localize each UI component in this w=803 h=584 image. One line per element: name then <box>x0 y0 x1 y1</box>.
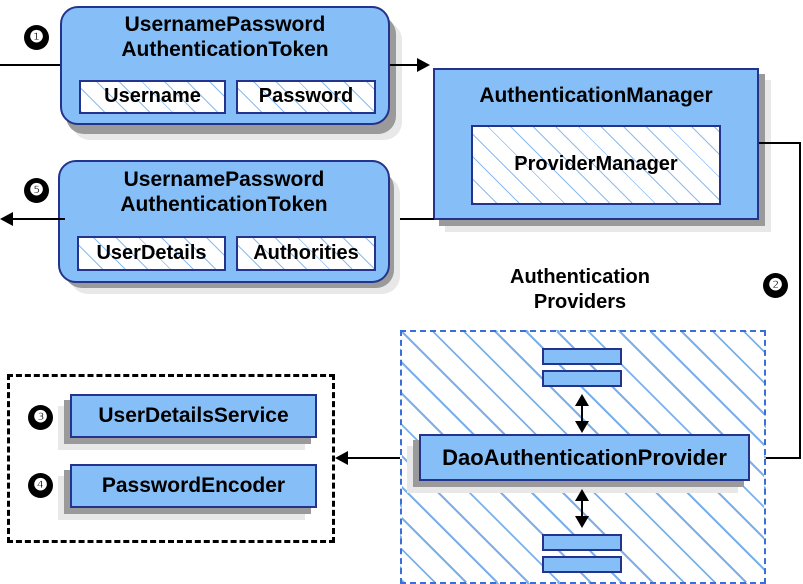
step-badge-5: ❺ <box>24 178 49 203</box>
provider-link-bottom-line <box>581 494 583 520</box>
provider-link-top-arrow-down <box>575 421 589 433</box>
provider-to-services-line <box>348 457 400 459</box>
other-provider-stub-4[interactable] <box>542 556 622 573</box>
other-provider-stub-1[interactable] <box>542 348 622 365</box>
provider-to-services-arrowhead <box>335 451 348 465</box>
request-token-field-username: Username <box>79 80 226 114</box>
provider-link-bottom-arrow-down <box>575 516 589 528</box>
step-badge-2: ❷ <box>763 273 788 298</box>
other-provider-stub-3[interactable] <box>542 534 622 551</box>
response-token-outgoing-line <box>13 218 65 220</box>
manager-to-provider-line-bottom <box>766 457 801 459</box>
manager-to-provider-line-vertical <box>799 142 801 459</box>
userdetailsservice-box[interactable]: UserDetailsService <box>70 394 317 438</box>
response-token-outgoing-arrowhead <box>0 212 13 226</box>
provider-link-top-line <box>581 399 583 427</box>
step-badge-1: ❶ <box>24 25 49 50</box>
step-badge-3: ❸ <box>28 405 53 430</box>
provider-manager-box[interactable]: ProviderManager <box>471 125 721 205</box>
token-to-manager-line <box>390 64 419 66</box>
dao-authentication-provider-box[interactable]: DaoAuthenticationProvider <box>419 434 750 481</box>
response-token-field-authorities: Authorities <box>236 236 376 271</box>
authentication-providers-heading-line2: Providers <box>533 291 627 314</box>
response-token-field-userdetails: UserDetails <box>77 236 226 271</box>
request-token-field-password: Password <box>236 80 376 114</box>
response-token-box[interactable]: UsernamePassword AuthenticationToken Use… <box>58 160 390 283</box>
response-token-title-line1: UsernamePassword <box>123 167 325 191</box>
request-token-box[interactable]: UsernamePassword AuthenticationToken Use… <box>60 6 390 125</box>
authentication-manager-box[interactable]: AuthenticationManager ProviderManager <box>433 68 759 220</box>
step-badge-4: ❹ <box>28 473 53 498</box>
passwordencoder-box[interactable]: PasswordEncoder <box>70 464 317 508</box>
manager-to-provider-line-top <box>759 142 801 144</box>
incoming-request-line <box>0 64 70 66</box>
token-to-manager-arrowhead <box>417 58 430 72</box>
response-token-title-line2: AuthenticationToken <box>120 192 328 216</box>
services-group-region <box>7 374 335 543</box>
other-provider-stub-2[interactable] <box>542 370 622 387</box>
authentication-manager-title: AuthenticationManager <box>479 83 713 107</box>
authentication-providers-heading-line1: Authentication <box>510 266 650 289</box>
provider-to-response-token-line <box>390 218 434 220</box>
request-token-title-line1: UsernamePassword <box>124 12 326 36</box>
request-token-title-line2: AuthenticationToken <box>121 37 329 61</box>
